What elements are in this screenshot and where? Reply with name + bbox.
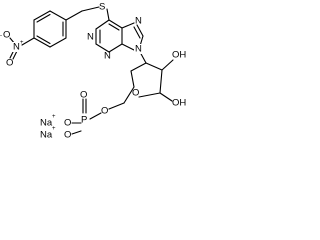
hydroxyl-2-label: OH xyxy=(172,50,186,61)
atom-labels: S N + O - O N N N N O OH OH O P O O O Na… xyxy=(0,2,186,141)
nitro-nitrogen-charge: + xyxy=(20,40,24,46)
bond-lines xyxy=(9,6,174,135)
sodium-2-charge: + xyxy=(52,126,56,132)
nitro-oxygen-double-atom: O xyxy=(6,58,13,69)
sodium-2-label: Na xyxy=(40,130,53,141)
purine-n7-atom: N xyxy=(135,16,142,27)
sodium-1-label: Na xyxy=(40,118,53,129)
ester-oxygen-atom: O xyxy=(101,106,108,117)
purine-n9-atom: N xyxy=(135,44,142,55)
phosphate-oxygen-1-atom: O xyxy=(64,118,71,129)
sodium-1-charge: + xyxy=(52,114,56,120)
phosphate-oxygen-2-atom: O xyxy=(64,130,71,141)
purine-n3-atom: N xyxy=(104,51,111,62)
nitro-nitrogen-atom: N xyxy=(13,42,20,53)
hydroxyl-3-label: OH xyxy=(172,98,186,109)
phosphorus-atom: P xyxy=(81,115,87,126)
phosphoryl-oxygen-atom: O xyxy=(80,90,87,101)
nitro-oxygen-charge: - xyxy=(0,33,2,39)
purine-n1-atom: N xyxy=(87,32,94,43)
chemical-structure-diagram: S N + O - O N N N N O OH OH O P O O O Na… xyxy=(0,2,186,141)
sulfur-atom: S xyxy=(99,2,105,13)
nitro-oxygen-atom: O xyxy=(3,30,10,41)
ribose-ring-oxygen-atom: O xyxy=(132,88,139,99)
